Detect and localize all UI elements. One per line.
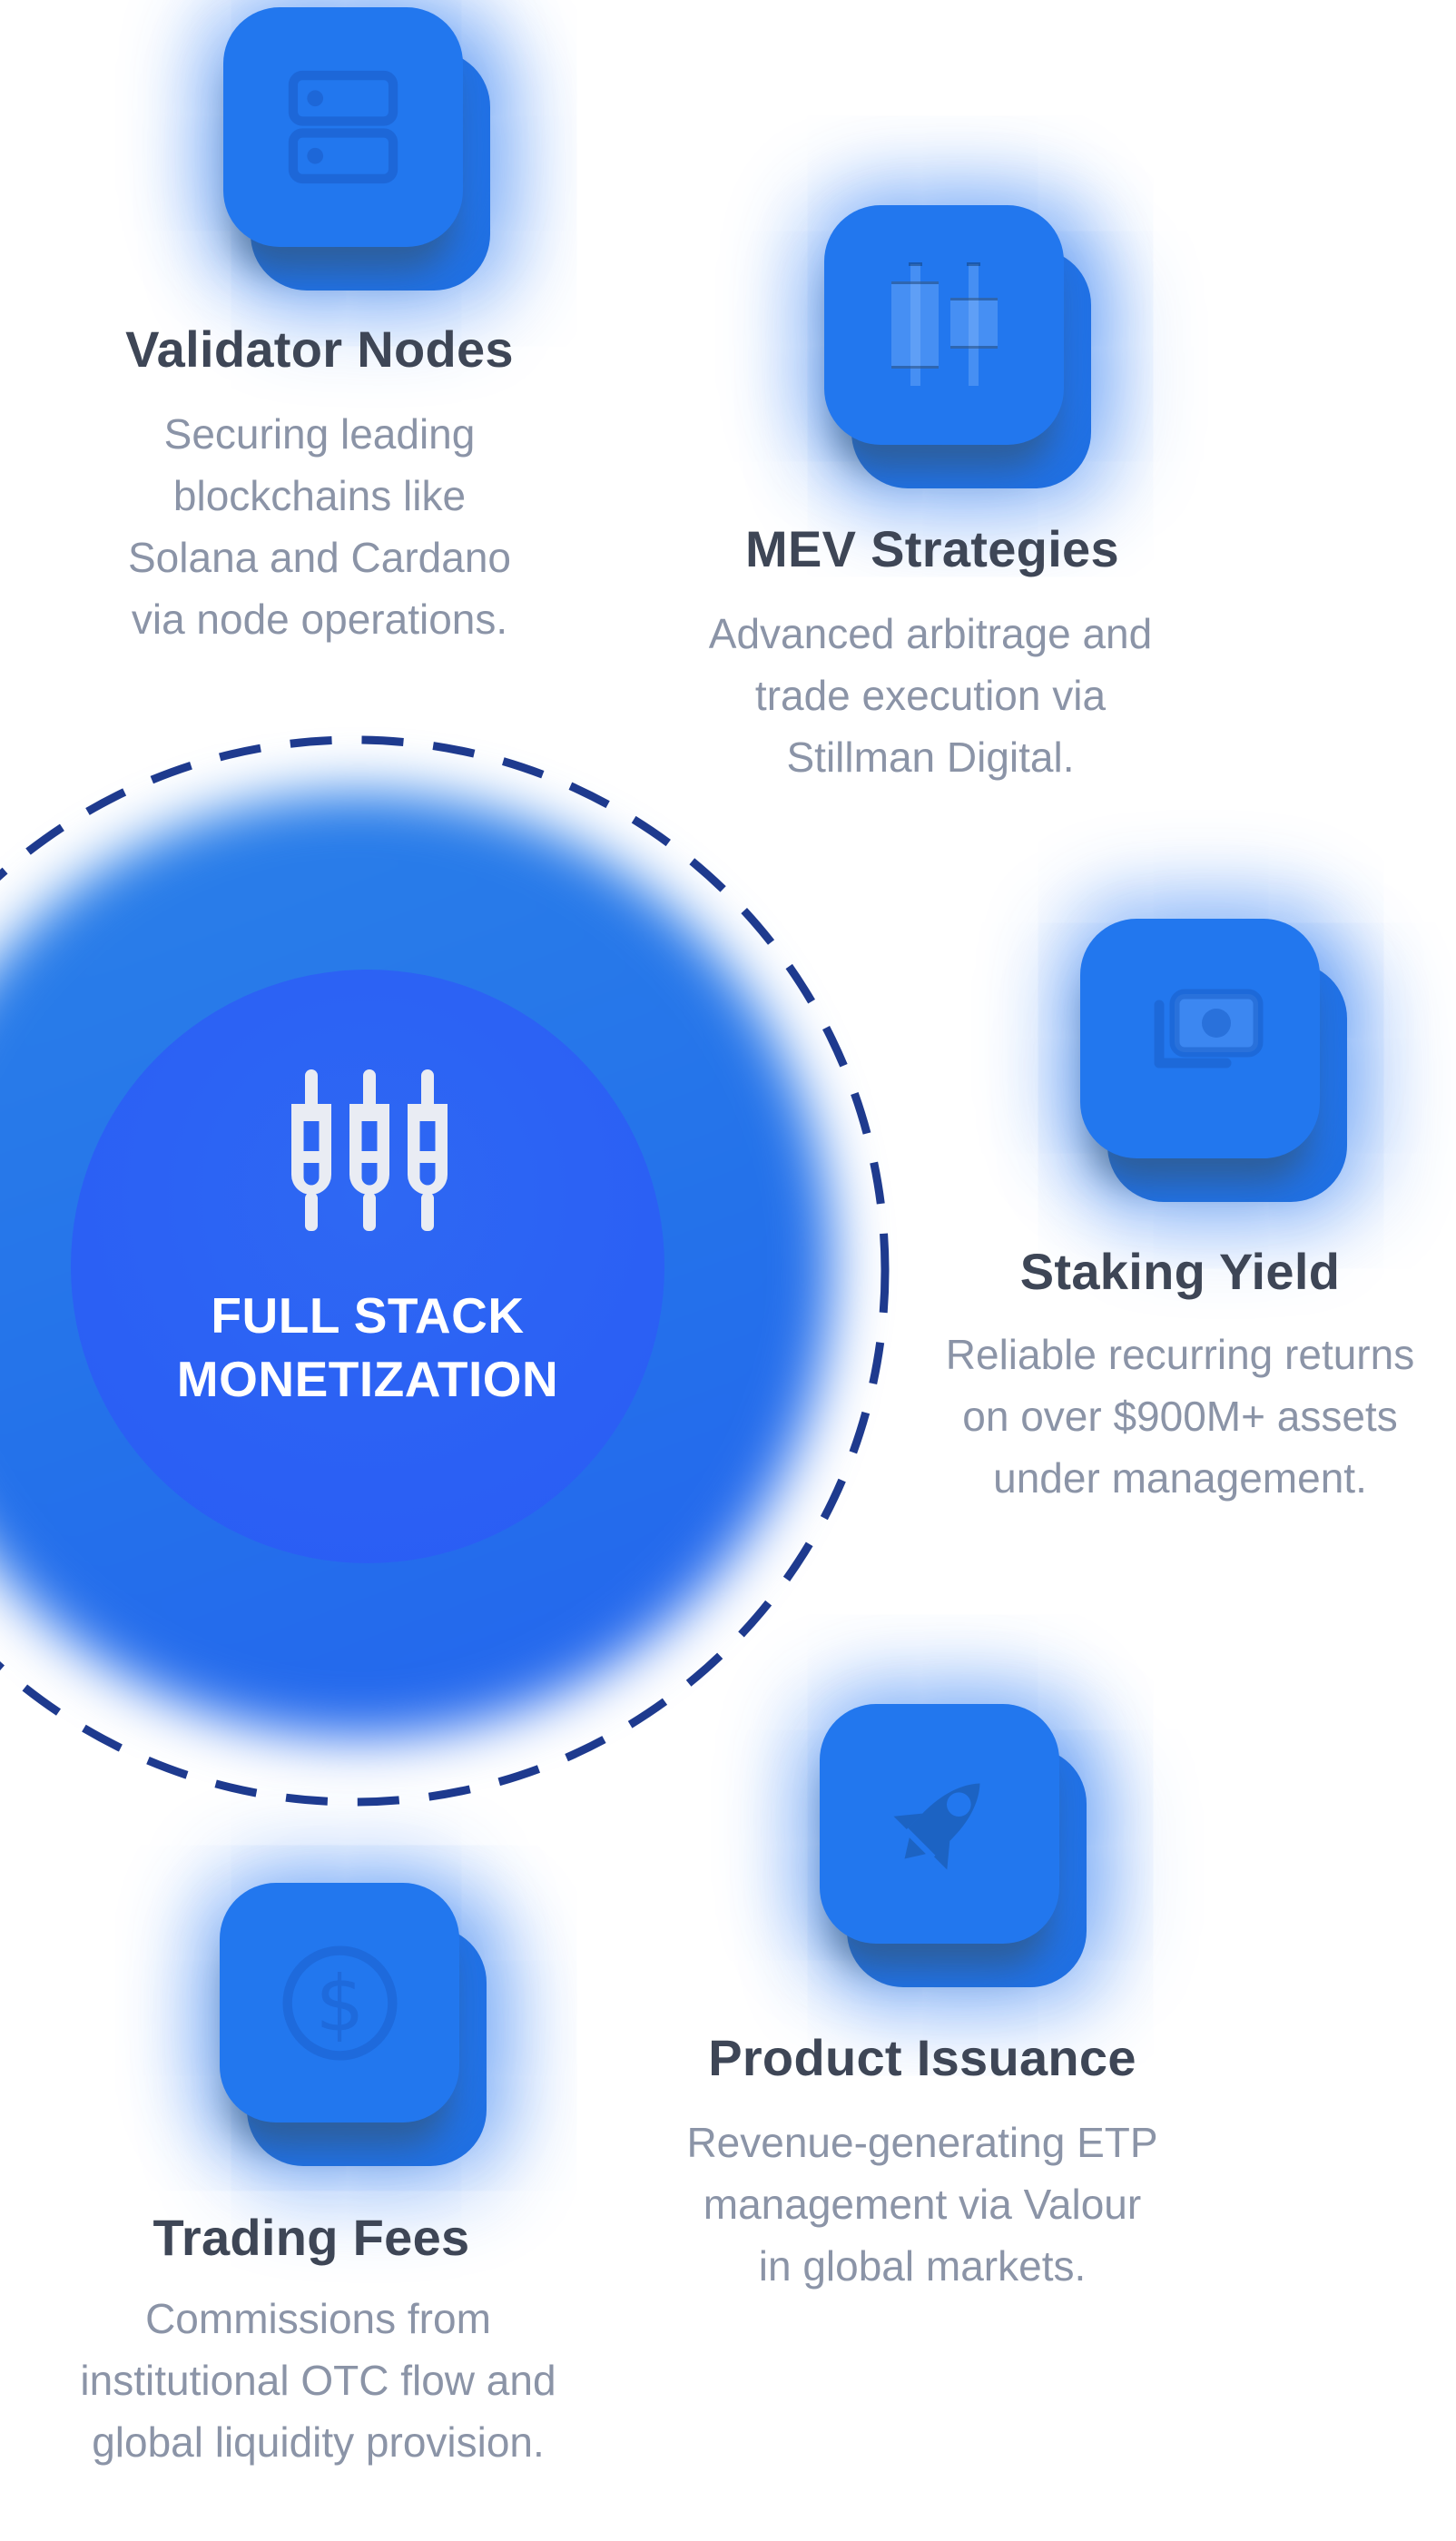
tile-front-layer: [223, 7, 463, 247]
candlestick-sliders-icon: [288, 1068, 451, 1233]
validator-nodes-tile: [223, 7, 490, 291]
tile-front-layer: [824, 205, 1064, 445]
center-title-line1: FULL STACK: [211, 1287, 525, 1344]
card-title: Product Issuance: [708, 2029, 1136, 2086]
banknote-icon: [1154, 989, 1264, 1069]
center-title-line2: MONETIZATION: [176, 1351, 559, 1407]
tile-front-layer: [1080, 919, 1320, 1158]
center-title: FULL STACK MONETIZATION: [95, 1284, 640, 1411]
candlestick-chart-icon: [891, 262, 998, 386]
card-description: Revenue-generating ETP management via Va…: [686, 2119, 1158, 2290]
mev-strategies-tile: [824, 205, 1091, 488]
server-icon: [288, 70, 398, 184]
card-title: Validator Nodes: [125, 320, 514, 378]
tile-front-layer: [820, 1704, 1059, 1944]
dollar-circle-icon: $: [281, 1945, 398, 2061]
svg-text:$: $: [315, 1958, 364, 2048]
card-title: Trading Fees: [152, 2209, 470, 2266]
card-description: Advanced arbitrage and trade execution v…: [708, 610, 1153, 781]
card-title: Staking Yield: [1019, 1243, 1341, 1300]
tile-front-layer: $: [220, 1883, 459, 2122]
rocket-icon: [893, 1783, 980, 1870]
trading-fees-tile: $: [220, 1883, 487, 2166]
card-description: Commissions from institutional OTC flow …: [80, 2295, 556, 2466]
center-circle: [71, 970, 664, 1563]
card-description: Reliable recurring returns on over $900M…: [945, 1331, 1415, 1502]
product-issuance-tile: [820, 1704, 1087, 1987]
card-title: MEV Strategies: [745, 520, 1119, 577]
staking-yield-tile: [1080, 919, 1347, 1202]
card-description: Securing leading blockchains like Solana…: [128, 410, 511, 643]
